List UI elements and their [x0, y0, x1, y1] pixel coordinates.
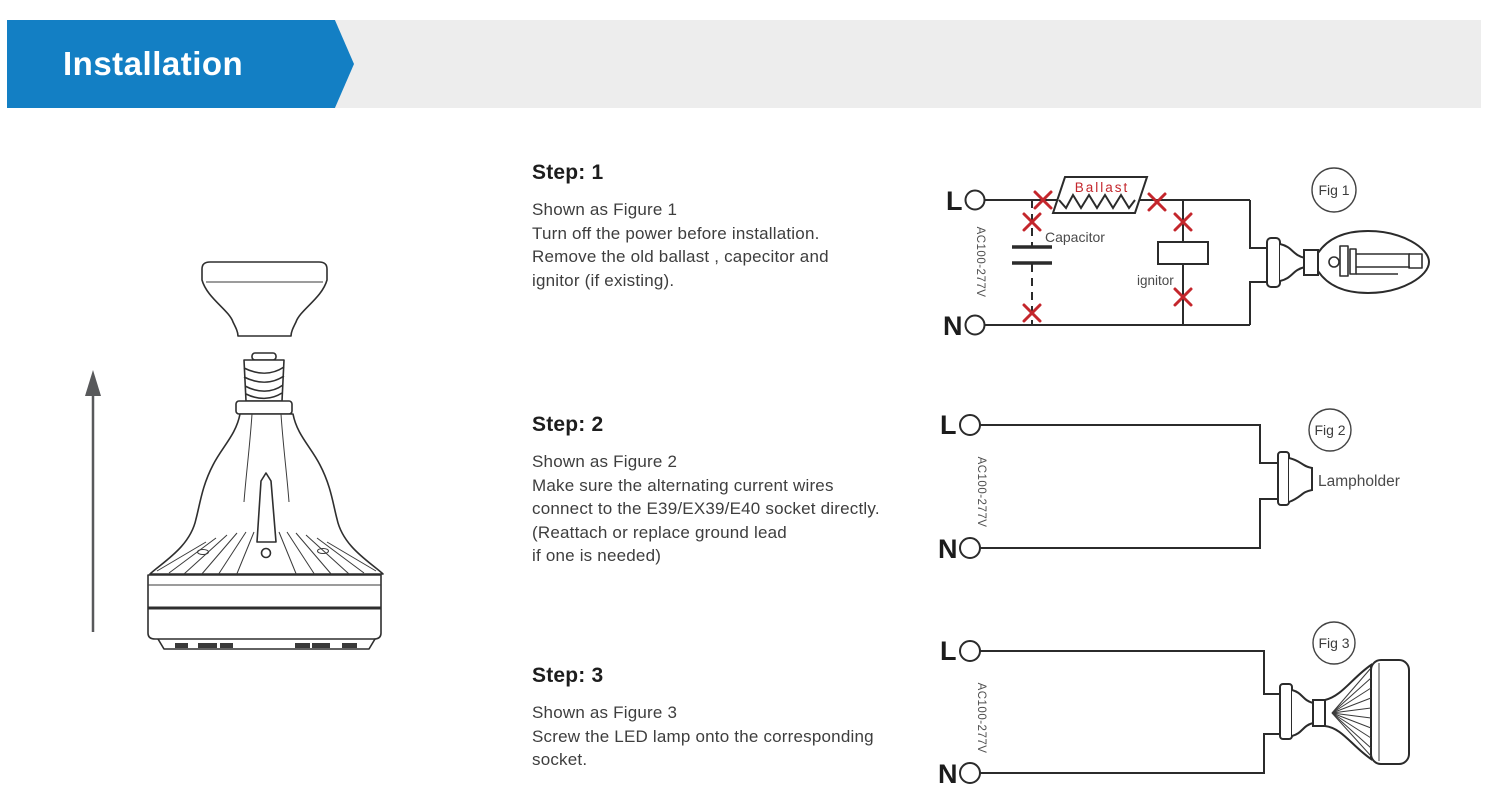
fig1-neutral-terminal — [964, 314, 986, 336]
fig1-tag: Fig 1 — [1318, 182, 1349, 198]
step-1-line: Remove the old ballast , capecitor and — [532, 247, 829, 266]
led-lamp-in-socket-drawing — [1279, 659, 1410, 765]
capacitor-label: Capacitor — [1045, 229, 1105, 245]
fig2-tag: Fig 2 — [1314, 422, 1345, 438]
lamp-installation-illustration — [85, 261, 384, 650]
figure-3-wiring-diagram: L N AC100-277V Fig 3 — [938, 621, 1410, 789]
ignitor-label: ignitor — [1137, 273, 1174, 288]
fig2-line-terminal — [959, 414, 981, 436]
step-2-heading: Step: 2 — [532, 413, 604, 436]
fig1-line-label: L — [946, 186, 963, 216]
fig2-neutral-label: N — [938, 534, 958, 564]
ballast-coil — [1058, 192, 1136, 210]
step-1-line: ignitor (if existing). — [532, 270, 675, 290]
fig1-neutral-label: N — [943, 311, 963, 341]
fig2-neutral-terminal — [959, 537, 981, 559]
step-2-line: connect to the E39/EX39/E40 socket direc… — [532, 499, 880, 518]
lampholder-drawing — [1277, 451, 1313, 506]
fig3-tag: Fig 3 — [1318, 635, 1349, 651]
step-3-line: socket. — [532, 750, 588, 769]
fig1-lamp-drawing — [1266, 229, 1431, 295]
step-2-block: Step: 2 Shown as Figure 2 Make sure the … — [532, 412, 932, 568]
page-title: Installation — [63, 45, 244, 82]
fig3-tag-circle — [1312, 621, 1356, 665]
fig1-voltage-label: AC100-277V — [974, 227, 986, 298]
step-2-line: Shown as Figure 2 — [532, 452, 678, 471]
fig1-tag-circle — [1311, 167, 1357, 213]
fig1-line-terminal — [964, 189, 986, 211]
step-1-line: Shown as Figure 1 — [532, 200, 678, 219]
step-2-line: if one is needed) — [532, 546, 662, 565]
lamp-drawing — [147, 352, 384, 650]
ballast-symbol — [1051, 176, 1149, 214]
led-fins — [1331, 667, 1372, 757]
fig3-wires — [980, 650, 1280, 774]
fig2-tag-circle — [1308, 408, 1352, 452]
figure-2-wiring-diagram: L N AC100-277V Lampholder Fig 2 — [938, 408, 1400, 564]
step-3-line: Screw the LED lamp onto the correspondin… — [532, 726, 874, 746]
fig2-voltage-label: AC100-277V — [975, 457, 987, 528]
figure-1-wiring-diagram: L N AC100-277V Ballast Capacitor ignitor… — [943, 167, 1431, 341]
ignitor-symbol — [1157, 241, 1209, 265]
fig2-wires — [980, 424, 1278, 549]
step-1-block: Step: 1 Shown as Figure 1 Turn off the p… — [532, 160, 932, 292]
lampholder-label: Lampholder — [1318, 473, 1400, 490]
step-3-block: Step: 3 Shown as Figure 3 Screw the LED … — [532, 663, 932, 772]
step-2-line: (Reattach or replace ground lead — [532, 522, 787, 542]
fig3-line-label: L — [940, 636, 957, 666]
fig2-line-label: L — [940, 410, 957, 440]
section-banner: Installation — [7, 20, 354, 108]
step-3-line: Shown as Figure 3 — [532, 703, 678, 722]
fig3-line-terminal — [959, 640, 981, 662]
fig3-neutral-terminal — [959, 762, 981, 784]
step-3-heading: Step: 3 — [532, 664, 604, 687]
fig3-neutral-label: N — [938, 759, 958, 789]
step-1-line: Turn off the power before installation. — [532, 223, 820, 243]
capacitor-symbol — [1012, 245, 1052, 265]
up-arrow-icon — [85, 370, 101, 632]
lamp-feet — [175, 643, 357, 648]
heatsink-fins — [156, 531, 377, 577]
step-1-heading: Step: 1 — [532, 161, 604, 184]
fig3-voltage-label: AC100-277V — [975, 683, 987, 754]
step-2-line: Make sure the alternating current wires — [532, 475, 834, 495]
ballast-label: Ballast — [1075, 180, 1130, 195]
socket-drawing — [201, 261, 328, 337]
